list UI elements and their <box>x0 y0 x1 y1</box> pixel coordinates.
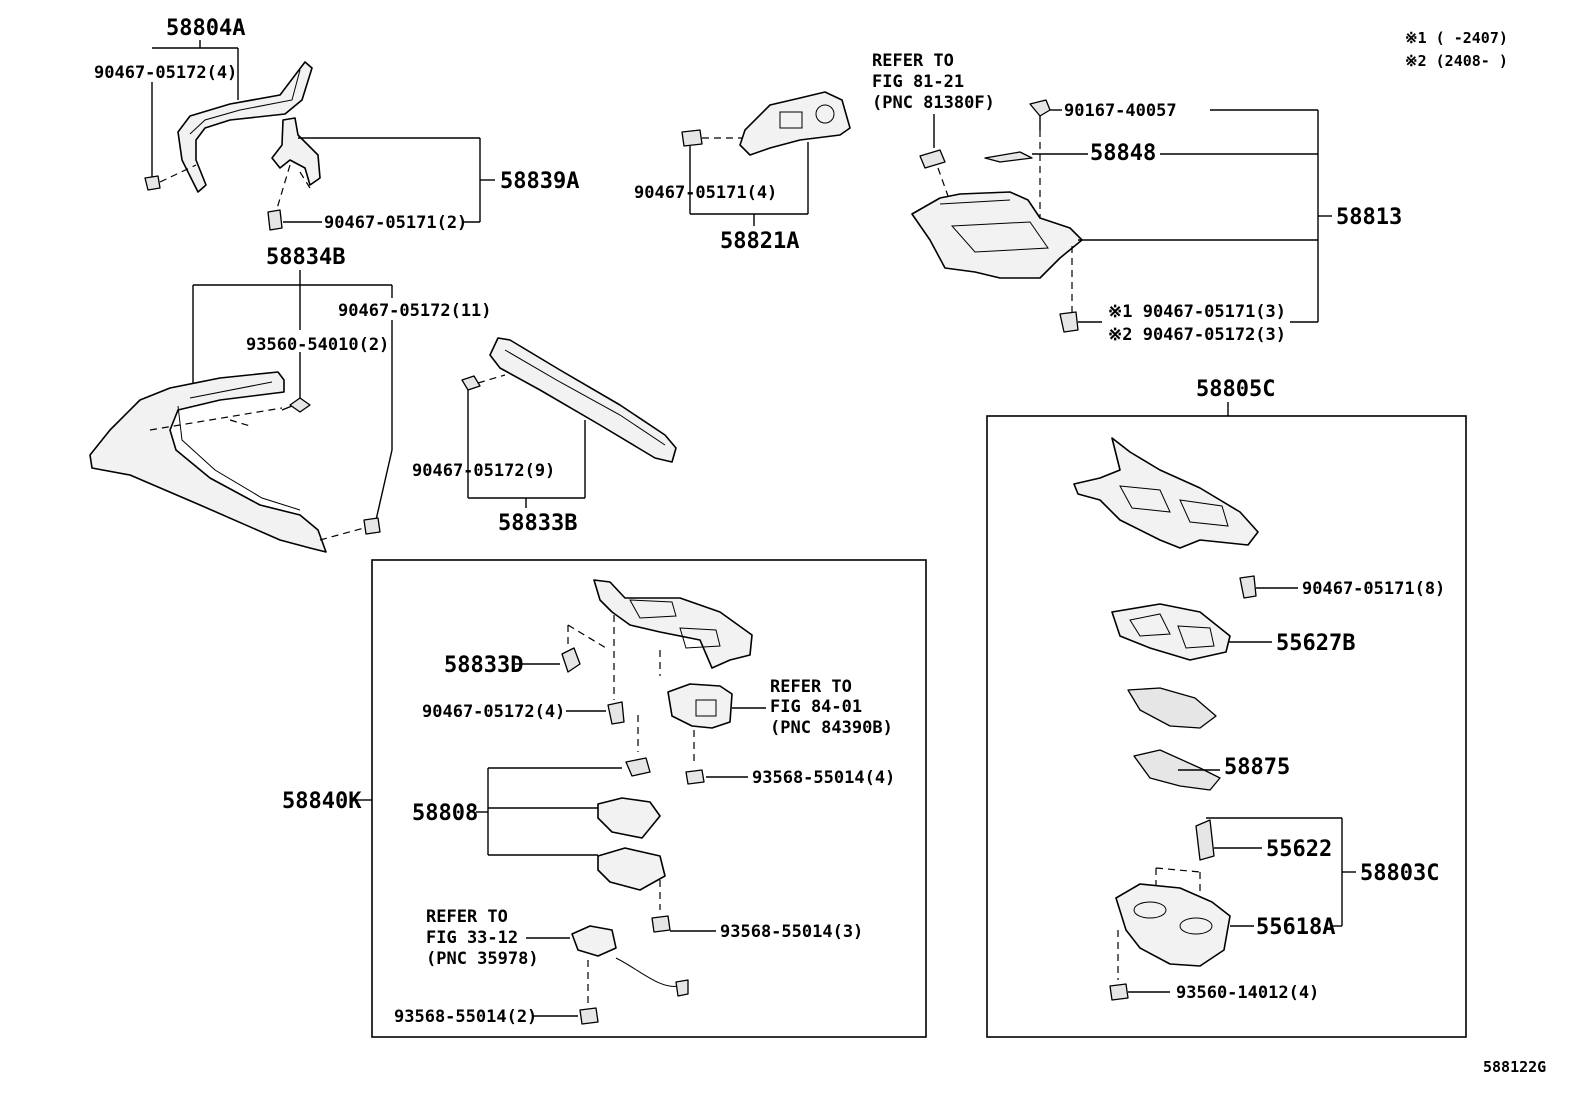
group-58839A: 58839A 90467-05171(2) <box>267 117 579 233</box>
ref3-line2[interactable]: FIG 33-12 <box>426 928 518 948</box>
label-58833D[interactable]: 58833D <box>444 653 523 678</box>
part-55627B <box>1111 603 1231 661</box>
label-55618A[interactable]: 55618A <box>1256 915 1335 940</box>
clip-icon <box>1059 311 1079 333</box>
part-58840K-panel <box>593 579 753 669</box>
label-58803C[interactable]: 58803C <box>1360 861 1439 886</box>
label-58834B[interactable]: 58834B <box>266 245 345 270</box>
clip-icon <box>1239 575 1257 599</box>
label-58804A[interactable]: 58804A <box>166 16 245 41</box>
ref1-line3: (PNC 81380F) <box>872 93 995 113</box>
label-58875[interactable]: 58875 <box>1224 755 1290 780</box>
clip-icon <box>267 209 283 231</box>
screw-icon <box>289 397 311 413</box>
part-58848 <box>984 151 1033 163</box>
label-f1[interactable]: 90467-05172(4) <box>94 63 237 83</box>
label-55627B[interactable]: 55627B <box>1276 631 1355 656</box>
label-58808[interactable]: 58808 <box>412 801 478 826</box>
ref2-line2[interactable]: FIG 84-01 <box>770 697 862 717</box>
box-58805C <box>986 415 1467 1038</box>
label-f5[interactable]: 90467-05172(9) <box>412 461 555 481</box>
label-f3[interactable]: 90467-05172(11) <box>338 301 492 321</box>
group-58821A: 90467-05171(4) 58821A <box>634 91 851 254</box>
part-58833B <box>489 337 677 463</box>
part-58813 <box>911 191 1083 279</box>
part-harness <box>571 925 617 957</box>
note-1: ※1 ( -2407) <box>1405 29 1508 47</box>
label-f7[interactable]: 90167-40057 <box>1064 101 1177 121</box>
label-f8[interactable]: ※1 90467-05171(3) <box>1108 302 1286 322</box>
label-f13[interactable]: 93568-55014(4) <box>752 768 895 788</box>
group-58813: REFER TO FIG 81-21 (PNC 81380F) 90167-40… <box>872 51 1402 345</box>
part-58805C <box>1073 437 1259 549</box>
ref1-line2[interactable]: FIG 81-21 <box>872 72 964 92</box>
box-58840K <box>371 559 927 1038</box>
ref2-line3: (PNC 84390B) <box>770 718 893 738</box>
ref3-line3: (PNC 35978) <box>426 949 539 969</box>
clip-icon <box>681 129 703 147</box>
ref1-line1: REFER TO <box>872 51 954 71</box>
part-58808-boot <box>597 797 661 839</box>
clip-icon <box>561 647 581 673</box>
part-55618A <box>1115 883 1231 967</box>
label-f6[interactable]: 90467-05171(4) <box>634 183 777 203</box>
screw-icon <box>1109 983 1129 1001</box>
part-58839A <box>271 117 321 186</box>
label-f14[interactable]: 93568-55014(3) <box>720 922 863 942</box>
group-58834B: 58834B 90467-05172(11) 93560-54010(2) <box>89 245 492 553</box>
label-58840K[interactable]: 58840K <box>282 789 362 814</box>
note-2: ※2 (2408- ) <box>1405 52 1508 70</box>
group-58833B: 90467-05172(9) 58833B <box>412 337 677 536</box>
clip-icon <box>363 517 381 535</box>
part-pad <box>1127 687 1217 729</box>
label-f12[interactable]: 90467-05172(4) <box>422 702 565 722</box>
label-58848[interactable]: 58848 <box>1090 141 1156 166</box>
ref2-line1: REFER TO <box>770 677 852 697</box>
connector-icon <box>919 149 946 169</box>
group-58804A: 58804A 90467-05172(4) <box>94 16 313 193</box>
label-f4[interactable]: 93560-54010(2) <box>246 335 389 355</box>
part-58808-base <box>597 847 666 891</box>
clip-icon <box>461 375 481 391</box>
label-55622[interactable]: 55622 <box>1266 837 1332 862</box>
label-f10[interactable]: 90467-05171(8) <box>1302 579 1445 599</box>
clip-icon <box>607 701 625 725</box>
part-58821A <box>739 91 851 156</box>
clip-icon <box>144 175 161 191</box>
screw-icon <box>651 915 671 933</box>
ref3-line1: REFER TO <box>426 907 508 927</box>
group-58840K: 58840K 58833D 90467-05172(4) REFER TO FI… <box>282 579 895 1027</box>
label-58839A[interactable]: 58839A <box>500 169 579 194</box>
label-58833B[interactable]: 58833B <box>498 511 577 536</box>
part-58875 <box>1133 749 1221 791</box>
screw-icon <box>685 769 705 785</box>
label-58821A[interactable]: 58821A <box>720 229 799 254</box>
group-58805C: 58805C 90467-05171(8) 55627B 58875 55622… <box>1073 377 1445 1003</box>
part-58808-cap <box>625 757 651 777</box>
screw-icon <box>579 1007 599 1025</box>
part-switch <box>667 683 733 729</box>
label-f11[interactable]: 93560-14012(4) <box>1176 983 1319 1003</box>
label-58813[interactable]: 58813 <box>1336 205 1402 230</box>
screw-icon <box>1029 99 1051 117</box>
label-58805C[interactable]: 58805C <box>1196 377 1275 402</box>
label-f2[interactable]: 90467-05171(2) <box>324 213 467 233</box>
label-f15[interactable]: 93568-55014(2) <box>394 1007 537 1027</box>
label-f9[interactable]: ※2 90467-05172(3) <box>1108 325 1286 345</box>
part-55622 <box>1195 819 1215 861</box>
figure-id: 588122G <box>1483 1058 1546 1076</box>
part-58834B <box>89 371 327 553</box>
